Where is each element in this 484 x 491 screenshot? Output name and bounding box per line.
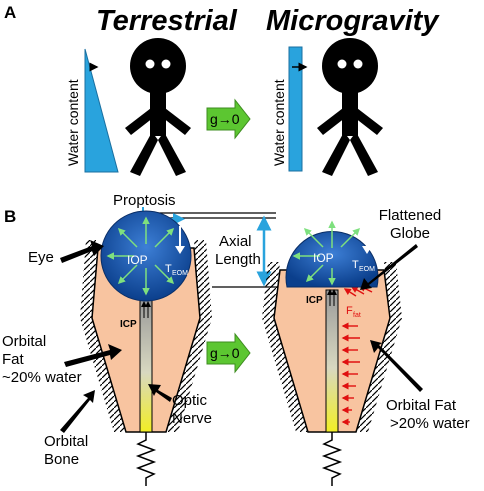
left-teom-arrowhead <box>175 246 185 254</box>
orbital-fat-left-line1: Orbital <box>2 333 46 350</box>
left-teom-sub: EOM <box>172 270 188 277</box>
ffat-label-sub: fat <box>353 312 361 319</box>
right-flattened-eye <box>285 231 379 288</box>
left-icp-label: ICP <box>120 319 137 330</box>
right-orbit: ICP F fat IOP <box>262 220 402 486</box>
left-optic-nerve <box>139 299 153 433</box>
left-spring <box>135 432 157 486</box>
terrestrial-water-content-label: Water content <box>65 79 81 166</box>
panel-a-gravity-arrow: g→0 <box>206 98 251 140</box>
fat-force-arrows <box>341 285 373 426</box>
microgravity-water-rect <box>288 46 303 172</box>
right-icp-label: ICP <box>306 295 323 306</box>
flattened-label-line2: Globe <box>390 225 430 242</box>
panel-b-gravity-label: g→0 <box>210 345 240 361</box>
proptosis-label: Proptosis <box>113 192 176 209</box>
right-iop-label: IOP <box>313 251 334 265</box>
left-orbit-bone-right <box>166 240 212 432</box>
right-teom-arrowhead <box>362 246 372 254</box>
right-teom-sub: EOM <box>359 266 375 273</box>
terrestrial-stick-figure <box>125 38 191 176</box>
axial-label-line1: Axial <box>219 233 252 250</box>
panel-a-gravity-label: g→0 <box>210 111 240 127</box>
microgravity-water-content-label: Water content <box>271 79 287 166</box>
orbital-fat-left-pointer <box>64 344 122 367</box>
panel-a-label: A <box>4 3 16 22</box>
orbital-bone-pointer <box>60 390 95 433</box>
flattened-pointer <box>360 244 418 290</box>
orbital-fat-left-line3: ~20% water <box>2 369 82 386</box>
right-orbit-bone-right <box>356 262 402 432</box>
panel-b-label: B <box>4 207 16 226</box>
right-optic-nerve <box>325 289 339 433</box>
left-orbit-bone-left <box>80 240 126 432</box>
optic-nerve-line2: Nerve <box>172 410 212 427</box>
orbital-bone-line1: Orbital <box>44 433 88 450</box>
ffat-label-main: F <box>346 305 353 317</box>
microgravity-title: Microgravity <box>266 5 440 37</box>
terrestrial-water-triangle <box>84 48 119 173</box>
left-orbit: ICP IOP T EOM <box>80 210 212 486</box>
right-spring <box>321 432 343 486</box>
flattened-label-line1: Flattened <box>379 207 442 224</box>
left-iop-label: IOP <box>127 253 148 267</box>
eye-pointer <box>60 240 104 263</box>
orbital-fat-left-label: Orbital Fat ~20% water <box>2 333 82 386</box>
terrestrial-title: Terrestrial <box>96 5 238 37</box>
orbital-bone-line2: Bone <box>44 451 79 468</box>
orbital-fat-left-line2: Fat <box>2 351 25 368</box>
orbital-fat-right-pointer <box>370 340 423 392</box>
axial-label-line2: Length <box>215 251 261 268</box>
panel-b-gravity-arrow: g→0 <box>206 332 251 374</box>
microgravity-stick-figure <box>317 38 383 176</box>
right-orbit-bone-left <box>262 262 308 432</box>
optic-nerve-line1: Optic <box>172 392 208 409</box>
eye-label: Eye <box>28 249 54 266</box>
left-teom-main: T <box>165 263 172 275</box>
orbital-fat-right-line2: >20% water <box>390 415 470 432</box>
left-eye-pressure-arrows <box>106 216 175 296</box>
optic-nerve-pointer <box>148 384 172 402</box>
right-eye-pressure-arrows <box>292 220 361 286</box>
right-teom-main: T <box>352 259 359 271</box>
orbital-fat-right-line1: Orbital Fat <box>386 397 457 414</box>
